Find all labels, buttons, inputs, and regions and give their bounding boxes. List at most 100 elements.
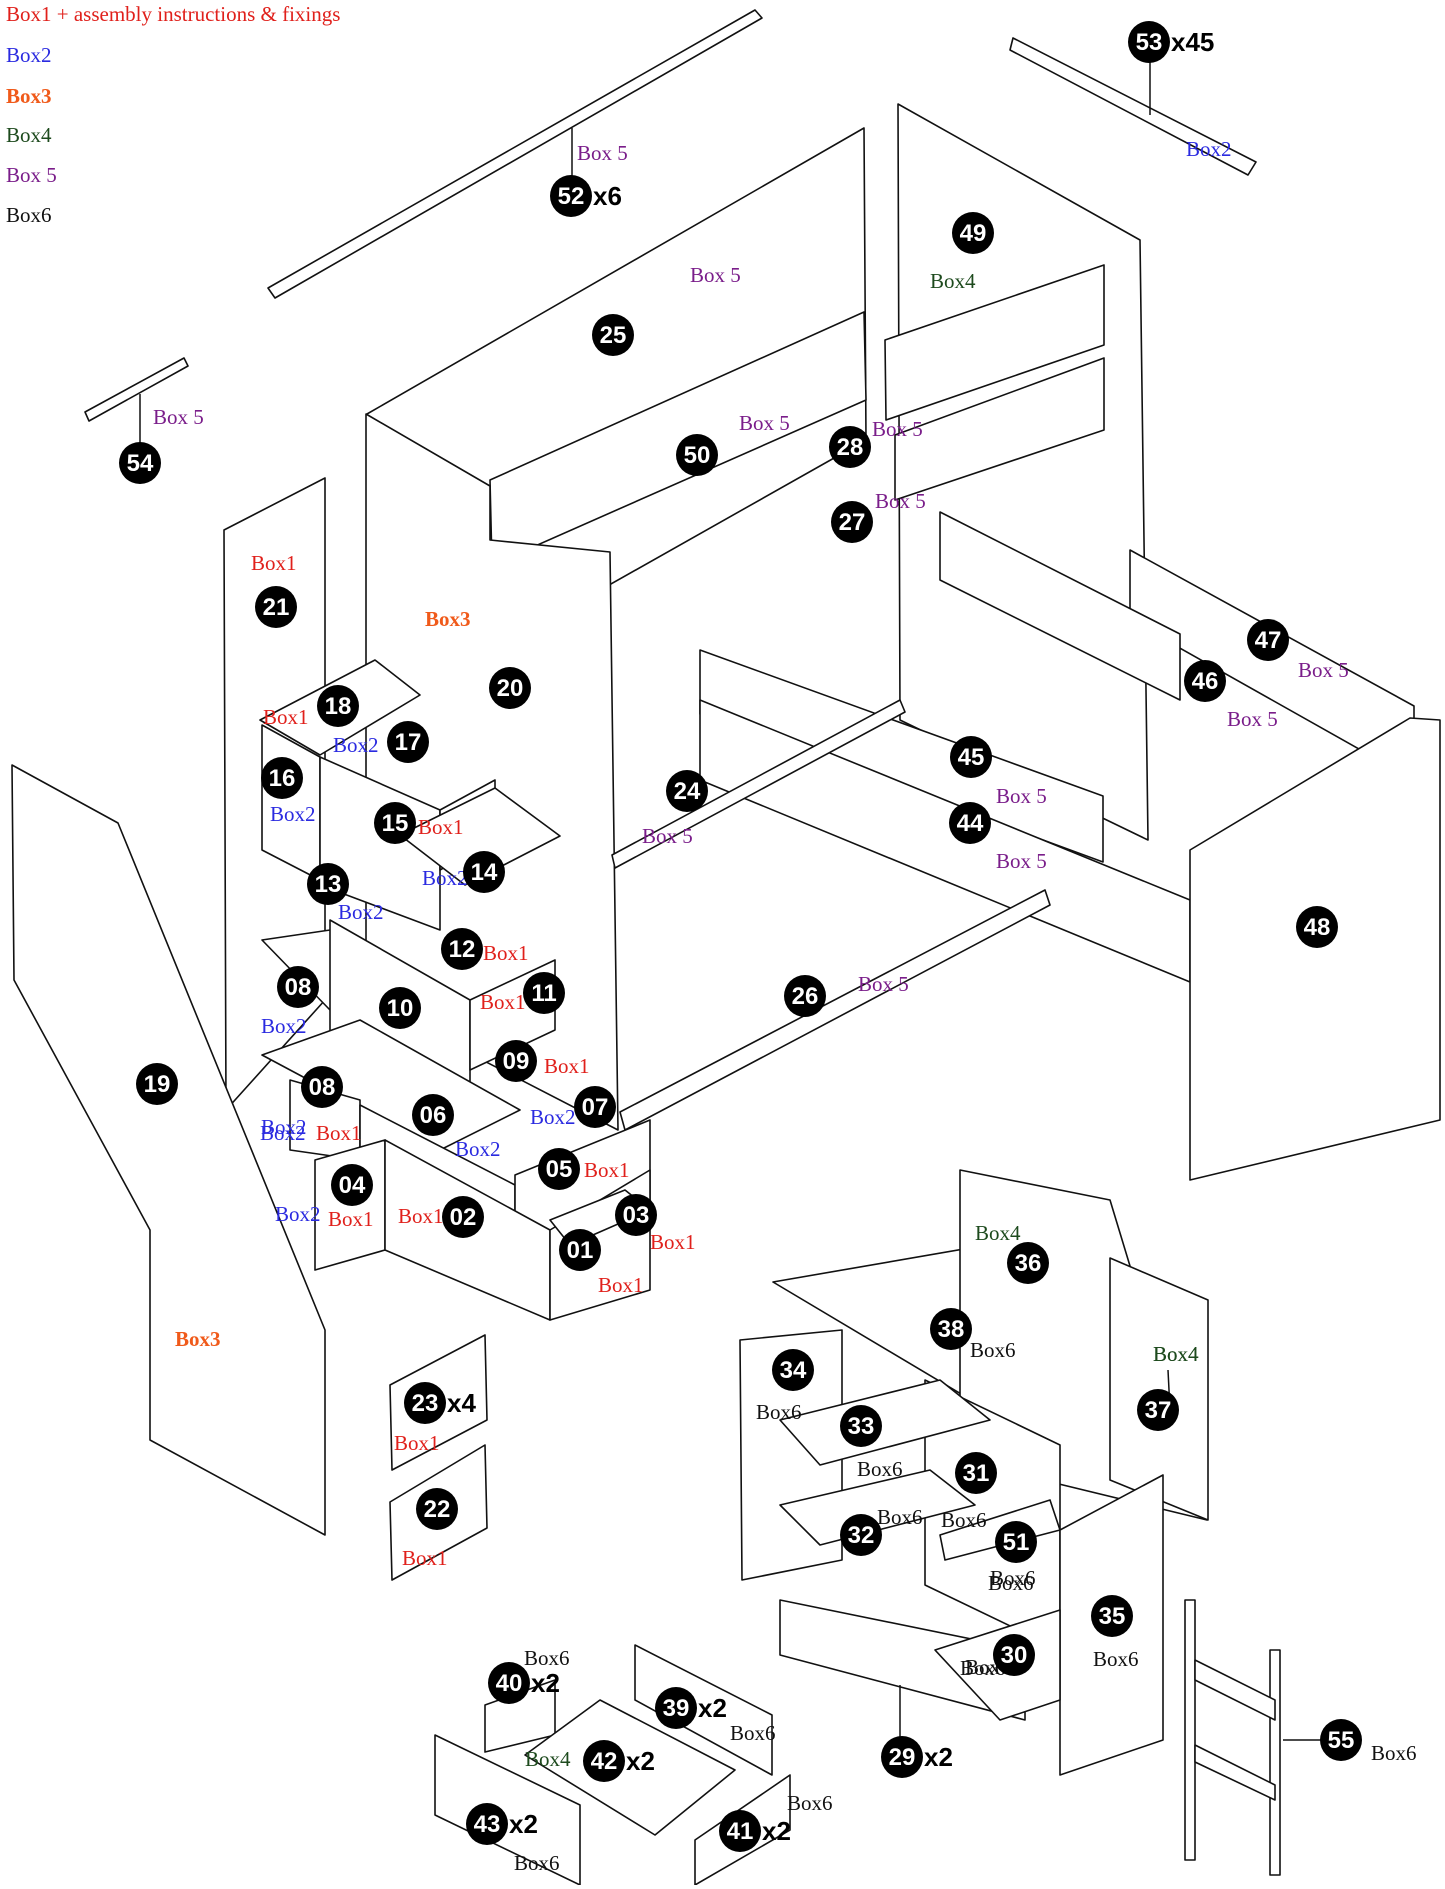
part-number: 29 <box>889 1744 916 1771</box>
part-number: 04 <box>339 1172 366 1199</box>
box-label: Box2 <box>1186 137 1232 161</box>
legend-box-name: Box1 <box>6 2 52 26</box>
part-number: 48 <box>1304 914 1331 941</box>
part-number: 51 <box>1003 1529 1030 1556</box>
legend-item: Box4 <box>6 125 52 146</box>
panel-outline <box>524 1699 736 1836</box>
part-number: 26 <box>792 983 819 1010</box>
part-number: 37 <box>1145 1397 1172 1424</box>
part-callout: 30 <box>993 1634 1035 1676</box>
panel-outline <box>1184 1599 1196 1861</box>
box-label: Box6 <box>877 1505 923 1529</box>
panel-outline <box>634 1644 773 1776</box>
part-quantity: x2 <box>698 1693 727 1723</box>
box-label: Box1 <box>328 1207 374 1231</box>
part-callout: 24 <box>666 770 708 812</box>
legend-box-name: Box3 <box>6 84 52 108</box>
box-label: Box2 <box>275 1202 321 1226</box>
part-callout: 14 <box>463 851 505 893</box>
box-label: Box6 <box>756 1400 802 1424</box>
part-number: 45 <box>958 744 985 771</box>
part-callout: 05 <box>538 1148 580 1190</box>
box-label: Box 5 <box>858 972 909 996</box>
part-callout: 16 <box>261 757 303 799</box>
part-callout: 19 <box>136 1063 178 1105</box>
part-number: 43 <box>474 1811 501 1838</box>
part-callout: 47 <box>1247 619 1289 661</box>
part-number: 10 <box>387 995 414 1022</box>
panel-outline <box>779 1379 991 1466</box>
legend-box-name: Box6 <box>6 203 52 227</box>
part-callout: 33 <box>840 1405 882 1447</box>
part-callout: 20 <box>489 667 531 709</box>
box-label: Box2 <box>261 1115 307 1139</box>
box-label: Box 5 <box>872 417 923 441</box>
panel-outline <box>611 699 906 869</box>
part-number: 19 <box>144 1071 171 1098</box>
part-number: 33 <box>848 1413 875 1440</box>
part-number: 42 <box>591 1748 618 1775</box>
part-number: 11 <box>531 980 556 1007</box>
part-callout: 37 <box>1137 1389 1179 1431</box>
box-label: Box3 <box>425 607 471 631</box>
part-quantity: x2 <box>531 1668 560 1698</box>
box-label: Box 5 <box>1298 658 1349 682</box>
panel-outline <box>319 756 441 931</box>
part-quantity: x4 <box>447 1388 476 1418</box>
part-callout: 25 <box>592 314 634 356</box>
part-number: 15 <box>382 810 409 837</box>
part-quantity: x2 <box>762 1816 791 1846</box>
box-label: Box6 <box>970 1338 1016 1362</box>
box-label: Box4 <box>1153 1342 1199 1366</box>
part-number: 05 <box>546 1156 573 1183</box>
panel-outline <box>84 357 189 422</box>
box-label: Box6 <box>988 1571 1034 1595</box>
part-callout: 04 <box>331 1164 373 1206</box>
box-label: Box4 <box>930 269 976 293</box>
part-number: 07 <box>582 1094 609 1121</box>
panel-outline <box>779 1469 976 1546</box>
part-number: 34 <box>780 1357 807 1384</box>
panel-outline <box>779 1599 1026 1721</box>
part-number: 32 <box>848 1522 875 1549</box>
part-callout: 01 <box>559 1229 601 1271</box>
part-number: 55 <box>1328 1727 1355 1754</box>
part-number: 35 <box>1099 1603 1126 1630</box>
part-number: 22 <box>424 1496 451 1523</box>
part-callout: 22 <box>416 1488 458 1530</box>
panel-outline <box>267 9 763 299</box>
box-label: Box6 <box>787 1791 833 1815</box>
part-number: 02 <box>450 1204 477 1231</box>
panel-outline <box>939 511 1181 701</box>
legend-item: Box1 + assembly instructions & fixings <box>6 4 340 25</box>
part-number: 20 <box>497 675 524 702</box>
box-label: Box 5 <box>577 141 628 165</box>
box-label: Box6 <box>730 1721 776 1745</box>
box-label: Box 5 <box>690 263 741 287</box>
part-quantity: x6 <box>593 181 622 211</box>
box-label: Box 5 <box>875 489 926 513</box>
part-number: 03 <box>623 1202 650 1229</box>
panel-outline <box>619 889 1051 1131</box>
box-label: Box 5 <box>1227 707 1278 731</box>
part-callout: 34 <box>772 1349 814 1391</box>
panel-outline <box>1194 1744 1276 1801</box>
legend-item: Box2 <box>6 45 52 66</box>
box-label: Box6 <box>514 1851 560 1875</box>
part-number: 12 <box>449 936 476 963</box>
part-number: 38 <box>938 1316 965 1343</box>
part-callout: 45 <box>950 736 992 778</box>
panel-outline <box>399 787 561 886</box>
part-number: 14 <box>471 859 498 886</box>
part-number: 17 <box>395 729 422 756</box>
part-number: 13 <box>315 871 342 898</box>
part-number: 08 <box>309 1074 336 1101</box>
legend-item: Box6 <box>6 205 52 226</box>
part-callout: 13 <box>307 863 349 905</box>
part-quantity: x2 <box>509 1809 538 1839</box>
part-callout: 50 <box>676 434 718 476</box>
legend-item: Box3 <box>6 86 52 107</box>
